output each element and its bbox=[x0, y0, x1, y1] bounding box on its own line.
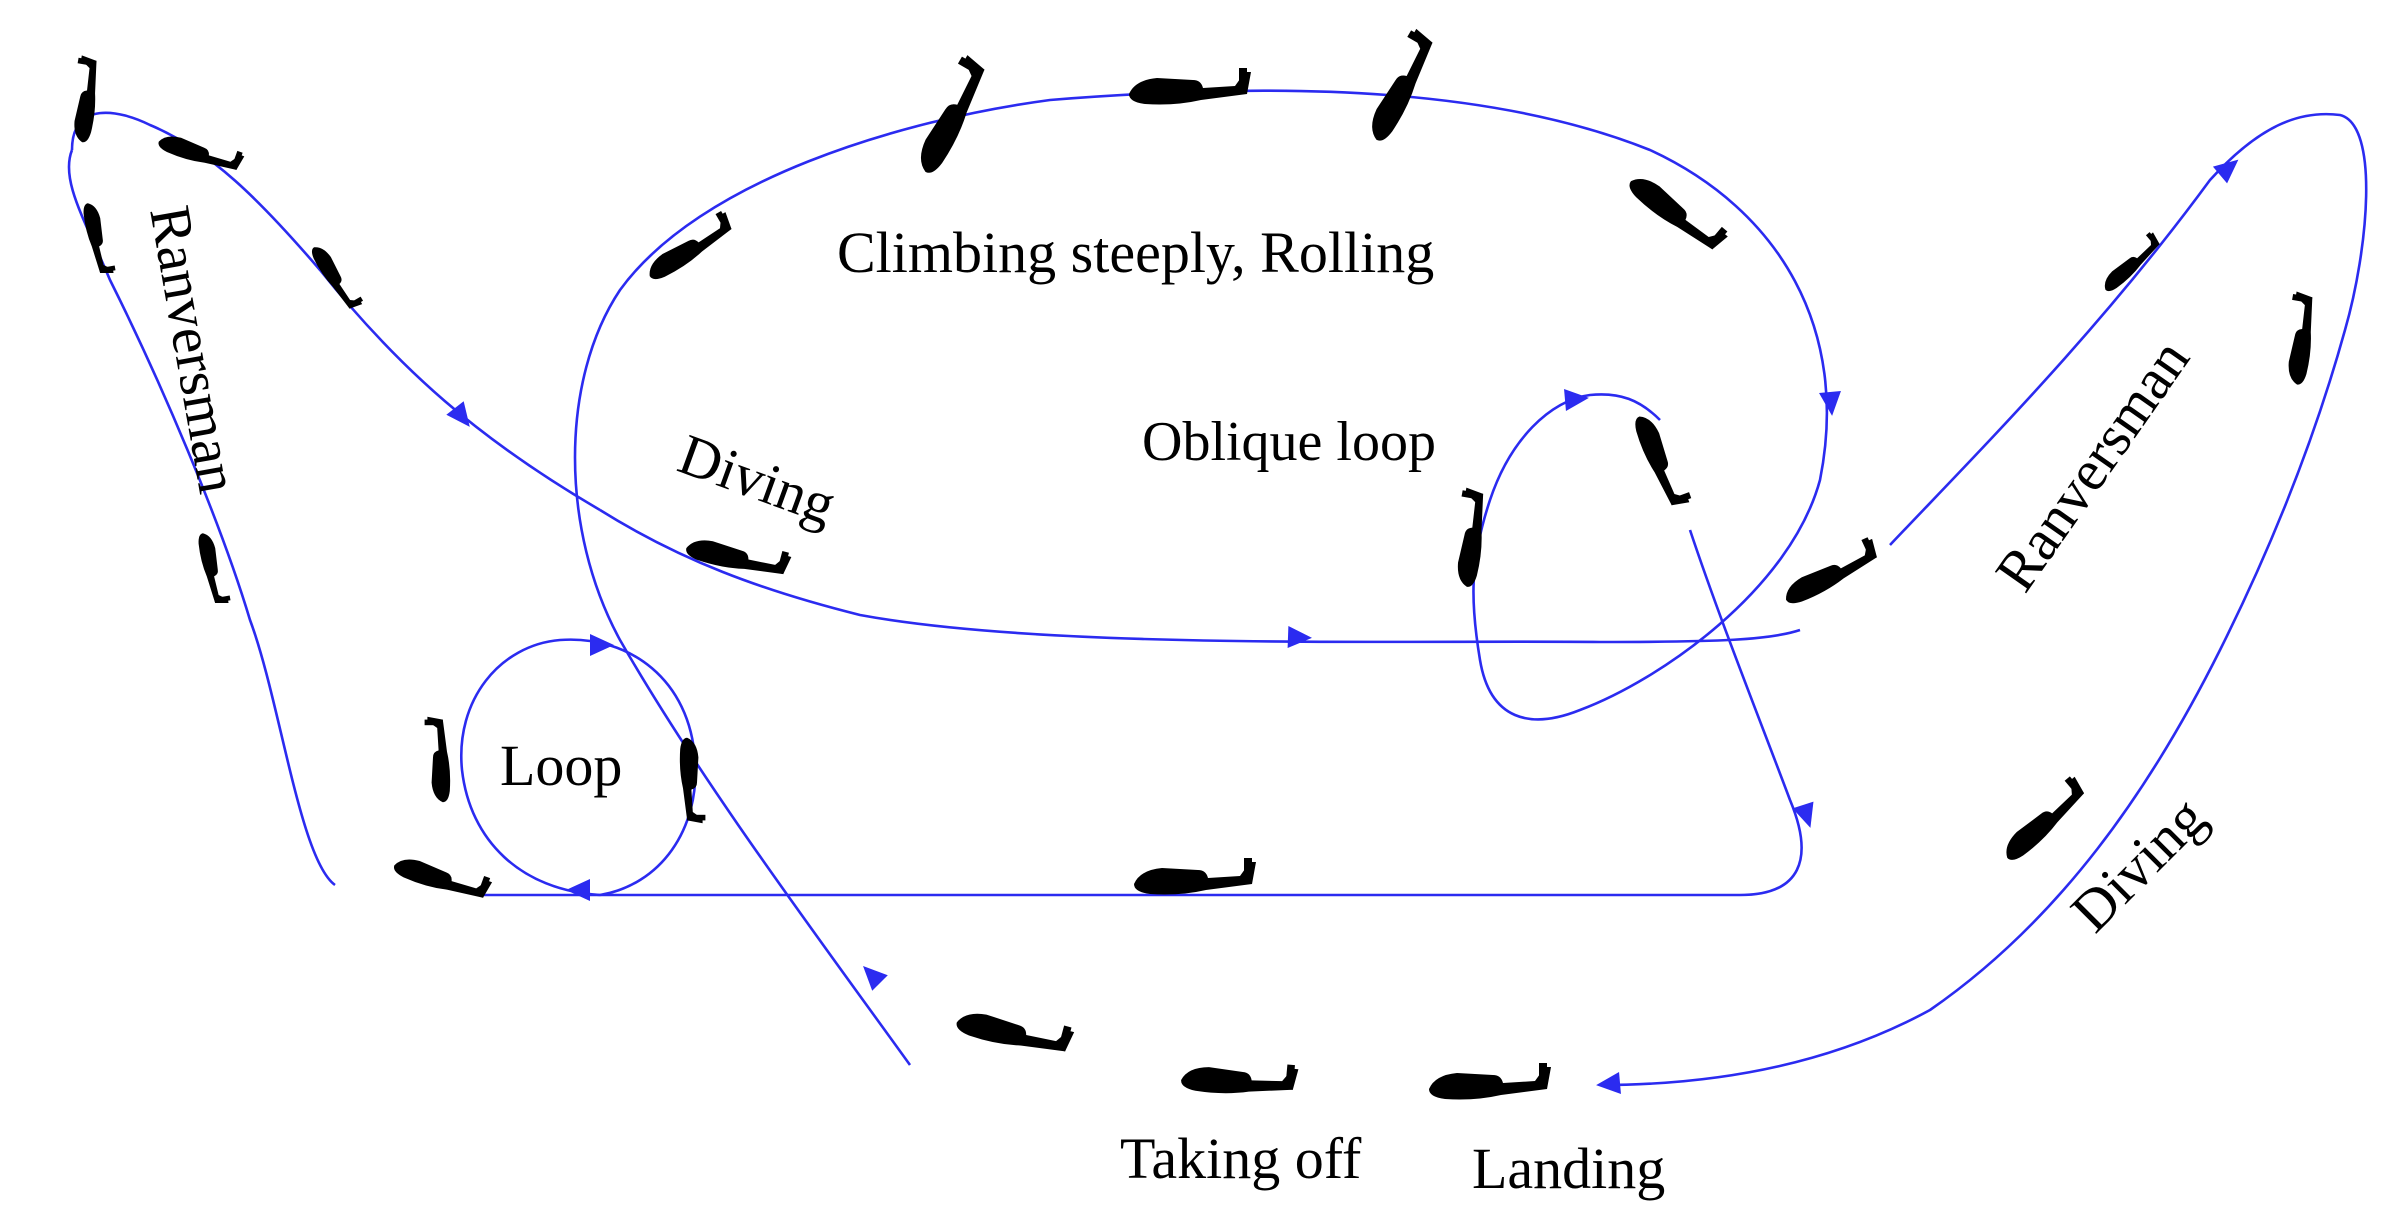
label-diving-right: Diving bbox=[2058, 784, 2218, 944]
helicopter-icon bbox=[75, 195, 118, 278]
helicopter-icon bbox=[1120, 66, 1251, 114]
arrow-head-icon bbox=[1819, 391, 1841, 416]
path-left-top bbox=[70, 111, 601, 512]
helicopter-icon bbox=[674, 523, 793, 592]
helicopter-icon bbox=[673, 731, 707, 824]
helicopter-icon bbox=[2275, 290, 2328, 394]
label-ranversman-right: Ranversman bbox=[1982, 328, 2202, 603]
arrow-head-icon bbox=[1287, 626, 1312, 648]
helicopter-icon bbox=[896, 52, 1004, 190]
helicopter-icon bbox=[1125, 856, 1256, 904]
arrow-head-icon bbox=[566, 879, 590, 901]
helicopter-icon bbox=[1986, 772, 2098, 876]
helicopter-icon bbox=[382, 841, 494, 914]
label-loop: Loop bbox=[500, 733, 622, 798]
label-diving-center: Diving bbox=[671, 421, 845, 537]
helicopter-icon bbox=[2090, 229, 2170, 303]
arrow-head-icon bbox=[2212, 159, 2239, 184]
helicopter-icon bbox=[943, 994, 1076, 1071]
helicopter-icon bbox=[301, 234, 366, 317]
helicopter-icon bbox=[423, 716, 457, 809]
label-taking-off: Taking off bbox=[1120, 1126, 1362, 1191]
flight-paths bbox=[67, 89, 2368, 1087]
helicopter-icon bbox=[1613, 156, 1732, 266]
label-oblique-loop: Oblique loop bbox=[1142, 411, 1436, 473]
arrow-head-icon bbox=[863, 966, 888, 991]
labels: Ranversman Climbing steeply, Rolling Div… bbox=[137, 201, 2218, 1201]
helicopter-icon bbox=[1170, 1052, 1299, 1110]
label-climbing-rolling: Climbing steeply, Rolling bbox=[837, 220, 1434, 285]
label-landing: Landing bbox=[1472, 1136, 1665, 1201]
direction-arrows bbox=[446, 159, 2239, 1094]
arrow-head-icon bbox=[1596, 1072, 1621, 1094]
path-oblique-down bbox=[480, 529, 1803, 897]
helicopter-icon bbox=[1420, 1061, 1551, 1109]
helicopter-icon bbox=[190, 525, 233, 608]
arrow-head-icon bbox=[1792, 801, 1814, 828]
path-diving-center bbox=[599, 508, 1801, 644]
helicopter-icon bbox=[61, 54, 111, 151]
helicopter-icon bbox=[1443, 486, 1500, 597]
arrow-head-icon bbox=[1564, 389, 1589, 411]
helicopter-icon bbox=[1769, 534, 1888, 619]
arrow-head-icon bbox=[590, 634, 614, 656]
path-ranversman-right bbox=[1599, 112, 2368, 1087]
helicopter-icon bbox=[1349, 26, 1451, 157]
helicopter-icon bbox=[632, 207, 743, 294]
arrow-head-icon bbox=[446, 401, 470, 427]
label-ranversman-left: Ranversman bbox=[137, 201, 251, 498]
